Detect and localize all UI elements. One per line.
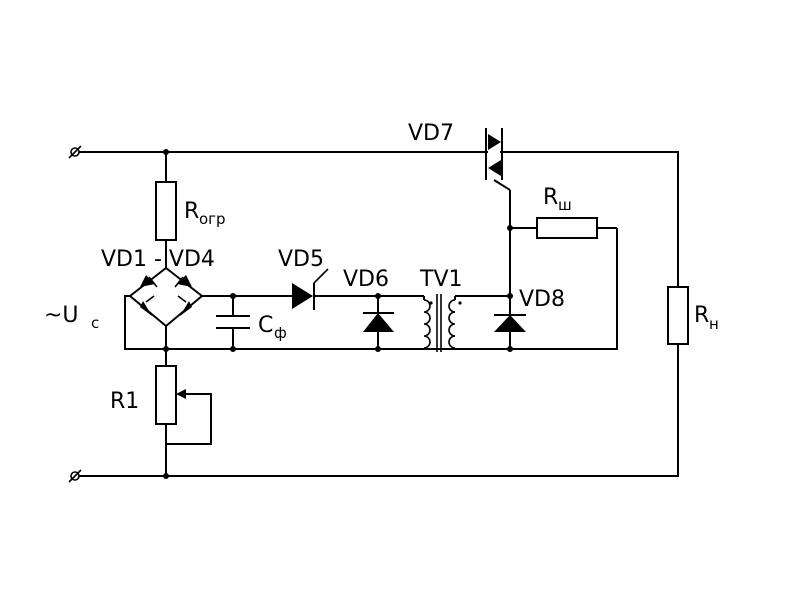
resistor-r-ogr — [155, 181, 177, 241]
label-uc: ~U — [44, 303, 79, 328]
junction-dot — [507, 293, 513, 299]
top-rail — [79, 151, 679, 287]
junction-dot — [163, 346, 169, 352]
capacitor-c-f — [216, 296, 250, 349]
junction-dot — [163, 473, 169, 479]
label-r-sh: R — [543, 185, 558, 210]
dinistor-vd5 — [292, 268, 424, 310]
label-vd6: VD6 — [343, 267, 389, 292]
label-uc-sub: с — [91, 314, 99, 332]
label-r1: R1 — [110, 389, 139, 414]
resistor-r-n — [667, 286, 689, 345]
bottom-rail — [79, 344, 679, 477]
label-r-ogr: R — [184, 199, 199, 224]
junction-dot — [507, 346, 513, 352]
junction-dot — [230, 293, 236, 299]
junction-dot — [375, 293, 381, 299]
label-vd7: VD7 — [408, 121, 454, 146]
junction-dot — [507, 225, 513, 231]
label-tv1: TV1 — [419, 267, 463, 292]
label-r-sh-sub: ш — [558, 196, 572, 214]
label-r-n: R — [694, 303, 709, 328]
label-r-ogr-sub: огр — [199, 210, 226, 228]
diode-bridge-vd1-vd4 — [129, 267, 203, 327]
label-vd5: VD5 — [278, 247, 324, 272]
junction-dot — [163, 149, 169, 155]
label-vd1-vd4: VD1 - VD4 — [101, 247, 215, 272]
junction-dot — [375, 346, 381, 352]
potentiometer-r1 — [155, 349, 212, 476]
junction-dot — [230, 346, 236, 352]
label-c-f: C — [258, 313, 273, 338]
diode-vd6 — [363, 296, 394, 349]
label-r-n-sub: н — [709, 315, 719, 333]
label-vd8: VD8 — [519, 287, 565, 312]
resistor-r-sh — [536, 217, 598, 239]
triac-vd7 — [485, 128, 511, 296]
transformer-tv1 — [423, 294, 510, 352]
label-c-f-sub: ф — [274, 324, 287, 342]
